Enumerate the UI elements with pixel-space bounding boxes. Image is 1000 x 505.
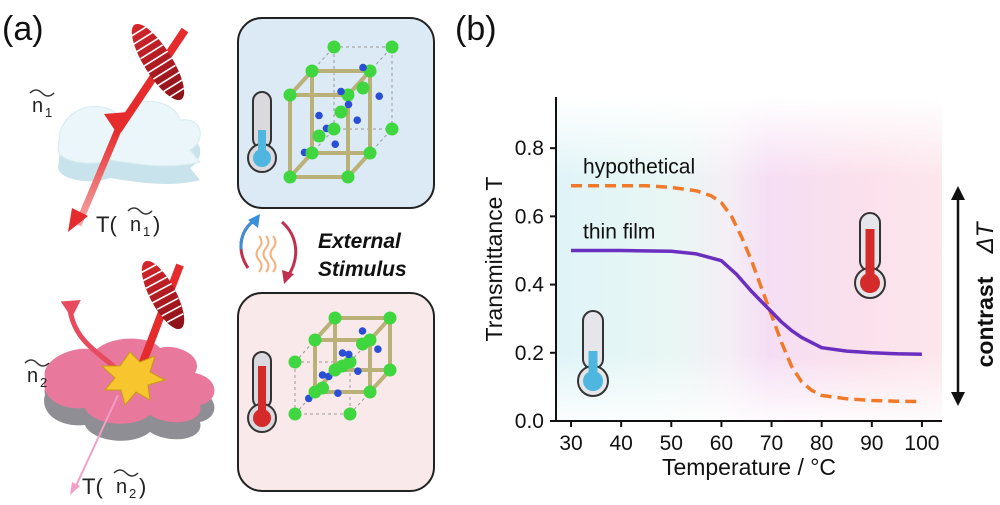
series-label-thin-film: thin film xyxy=(583,220,655,243)
large-atom xyxy=(305,146,319,160)
cold-thermometer-icon xyxy=(577,310,609,397)
svg-text:1: 1 xyxy=(143,224,150,239)
series-line-thin-film xyxy=(571,248,922,356)
small-atom xyxy=(358,327,367,335)
small-atom xyxy=(344,350,353,359)
contrast-label: contrast xyxy=(972,276,998,367)
hot-thermometer-icon xyxy=(854,212,886,299)
heat-waves-icon xyxy=(255,235,277,273)
large-atom xyxy=(328,363,342,377)
svg-text:n: n xyxy=(27,365,38,387)
cold-thermometer-icon xyxy=(247,91,277,173)
x-tick-label: 90 xyxy=(860,432,883,455)
x-tick-label: 100 xyxy=(904,432,939,455)
svg-text:n: n xyxy=(116,476,127,498)
absorption-burst xyxy=(100,351,167,407)
y-tick-label: 0.8 xyxy=(515,137,544,160)
y-tick-label: 0.6 xyxy=(515,205,544,228)
small-atom xyxy=(344,100,353,109)
large-atom xyxy=(283,170,297,184)
y-tick-label: 0.4 xyxy=(515,274,545,297)
large-atom xyxy=(288,407,302,421)
large-atom xyxy=(328,311,342,325)
refractive-index-2-label: n 2 xyxy=(24,359,50,390)
small-atom xyxy=(331,140,340,148)
small-atom xyxy=(315,111,323,120)
contrast-symbol: ΔT xyxy=(972,220,999,254)
transmission-1-label: T( n 1 ) xyxy=(96,207,160,239)
large-atom xyxy=(312,129,326,143)
svg-text:): ) xyxy=(153,212,160,237)
series-label-hypothetical: hypothetical xyxy=(583,156,695,179)
series-line-hypothetical xyxy=(571,183,922,404)
panel-b-label: (b) xyxy=(455,10,497,48)
wave-packet-1 xyxy=(130,23,186,101)
large-atom xyxy=(308,385,322,399)
x-axis-label: Temperature / °C xyxy=(662,454,836,480)
transmission-2-label: T( n 2 ) xyxy=(82,469,146,501)
large-atom xyxy=(356,337,369,351)
small-atom xyxy=(354,367,362,376)
svg-text:n: n xyxy=(130,214,141,236)
svg-text:2: 2 xyxy=(129,486,136,501)
large-atom xyxy=(385,122,399,136)
x-tick-label: 40 xyxy=(609,432,632,455)
large-atom xyxy=(283,88,297,102)
hot-thermometer-icon xyxy=(247,351,277,433)
y-tick-label: 0.0 xyxy=(515,410,544,433)
large-atom xyxy=(363,385,377,399)
large-atom xyxy=(288,355,302,369)
light-beam-1 xyxy=(68,27,189,232)
stimulus-label-line1: External xyxy=(318,230,402,253)
svg-text:T(: T( xyxy=(82,474,103,499)
x-tick-label: 70 xyxy=(760,432,783,455)
large-atom xyxy=(343,407,357,421)
large-atom xyxy=(383,311,397,325)
wave-packet-2 xyxy=(141,260,185,330)
stimulus-label-line2: Stimulus xyxy=(318,258,407,281)
large-atom xyxy=(327,122,341,136)
large-atom xyxy=(383,363,397,377)
small-atom xyxy=(353,116,362,124)
panel-a-label: (a) xyxy=(2,10,44,48)
large-atom xyxy=(308,333,322,347)
refractive-index-1-label: n 1 xyxy=(29,89,55,120)
stimulus-cycle-arrows xyxy=(239,214,298,284)
x-tick-label: 80 xyxy=(810,432,833,455)
cold-phase-lattice xyxy=(237,17,435,209)
material-1-slab xyxy=(57,100,201,184)
large-atom xyxy=(363,146,377,160)
svg-text:T(: T( xyxy=(96,212,117,237)
small-atom xyxy=(318,371,327,379)
x-tick-label: 60 xyxy=(710,432,733,455)
svg-text:): ) xyxy=(139,474,146,499)
small-atom xyxy=(359,63,367,72)
small-atom xyxy=(338,349,347,357)
svg-text:1: 1 xyxy=(45,105,52,120)
large-atom xyxy=(327,40,341,54)
large-atom xyxy=(356,81,370,95)
x-tick-label: 30 xyxy=(559,432,582,455)
light-beam-2 xyxy=(60,263,184,495)
small-atom xyxy=(334,389,342,398)
chart: 30 40 50 60 70 80 90 100 0.0 0.2 0.4 0.6 0.8 hypothet… xyxy=(481,97,999,480)
small-atom xyxy=(375,92,384,100)
large-atom xyxy=(334,105,348,119)
y-tick-label: 0.2 xyxy=(515,342,544,365)
svg-text:n: n xyxy=(32,95,43,117)
large-atom xyxy=(341,170,355,184)
large-atom xyxy=(385,40,399,54)
small-atom xyxy=(374,345,382,354)
small-atom xyxy=(337,87,345,96)
large-atom xyxy=(305,64,319,78)
x-tick-label: 50 xyxy=(660,432,683,455)
contrast-annotation: contrast ΔT xyxy=(951,186,999,406)
svg-text:2: 2 xyxy=(40,375,47,390)
y-axis-label: Transmittance T xyxy=(481,177,507,342)
hot-phase-lattice xyxy=(237,292,435,492)
